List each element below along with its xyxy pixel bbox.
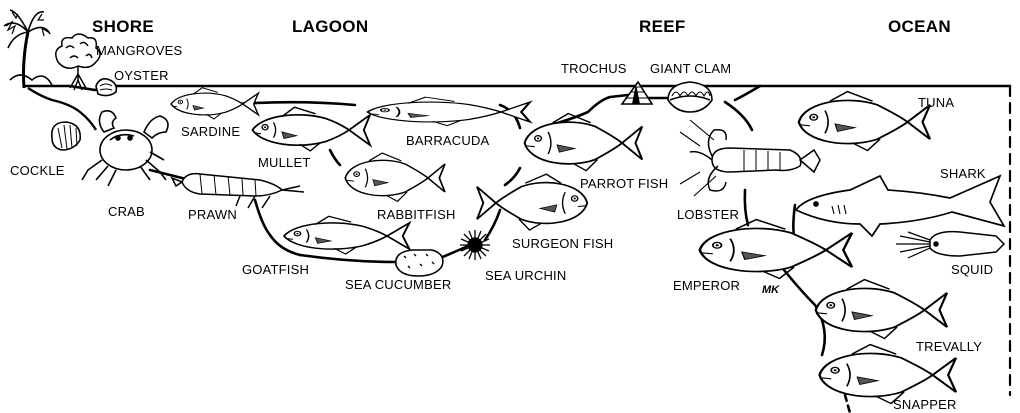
- label-shark: SHARK: [940, 167, 986, 180]
- artist-signature: MK: [762, 285, 779, 296]
- prawn-icon: [172, 174, 304, 208]
- barracuda-icon: [368, 97, 530, 126]
- reef-cliff-line: [735, 86, 760, 100]
- surgeon-parrot-line: [505, 168, 520, 185]
- palm-tree-icon: [4, 10, 52, 88]
- trevally-icon: [816, 280, 947, 339]
- label-sea-urchin: SEA URCHIN: [485, 269, 566, 282]
- lobster-icon: [680, 120, 820, 196]
- label-squid: SQUID: [951, 263, 993, 276]
- sea-cucumber-icon: [396, 250, 443, 276]
- label-oyster: OYSTER: [114, 69, 169, 82]
- label-giant-clam: GIANT CLAM: [650, 62, 731, 75]
- label-tuna: TUNA: [918, 96, 954, 109]
- sea-urchin-icon: [460, 230, 490, 260]
- cockle-icon: [52, 122, 80, 150]
- lobster-emperor-line: [745, 190, 748, 225]
- mullet-rabbit-line: [330, 150, 340, 165]
- snapper-dropoff-line: [845, 395, 850, 413]
- rabbitfish-icon: [345, 153, 445, 201]
- mullet-icon: [253, 107, 371, 151]
- surgeon-fish-icon: [477, 174, 587, 230]
- zone-label-reef: REEF: [639, 18, 686, 35]
- label-rabbitfish: RABBITFISH: [377, 208, 456, 221]
- emperor-icon: [700, 220, 852, 279]
- urchin-surgeon-line: [485, 210, 500, 240]
- zone-label-lagoon: LAGOON: [292, 18, 368, 35]
- sardine-icon: [171, 88, 258, 119]
- clam-lobster-line: [725, 102, 752, 130]
- prawn-goatfish-line: [255, 200, 300, 255]
- label-parrot-fish: PARROT FISH: [580, 177, 668, 190]
- label-lobster: LOBSTER: [677, 208, 739, 221]
- label-crab: CRAB: [108, 205, 145, 218]
- label-mangroves: MANGROVES: [96, 44, 182, 57]
- label-trochus: TROCHUS: [561, 62, 627, 75]
- tuna-icon: [799, 92, 930, 151]
- parrot-fish-icon: [525, 114, 643, 171]
- squid-icon: [896, 232, 1004, 258]
- label-barracuda: BARRACUDA: [406, 134, 489, 147]
- label-mullet: MULLET: [258, 156, 311, 169]
- giant-clam-icon: [668, 82, 712, 112]
- label-trevally: TREVALLY: [916, 340, 982, 353]
- goatfish-cucumber-line: [300, 255, 395, 262]
- label-goatfish: GOATFISH: [242, 263, 309, 276]
- crab-icon: [82, 111, 168, 186]
- zone-label-ocean: OCEAN: [888, 18, 951, 35]
- shark-icon: [796, 176, 1004, 236]
- shoreline-line: [26, 86, 760, 90]
- label-sea-cucumber: SEA CUCUMBER: [345, 278, 451, 291]
- zone-label-shore: SHORE: [92, 18, 154, 35]
- label-sardine: SARDINE: [181, 125, 240, 138]
- label-emperor: EMPEROR: [673, 279, 740, 292]
- label-prawn: PRAWN: [188, 208, 237, 221]
- cucumber-urchin-line: [440, 245, 470, 258]
- mangroves-icon: [56, 34, 100, 90]
- label-snapper: SNAPPER: [893, 398, 957, 411]
- label-cockle: COCKLE: [10, 164, 65, 177]
- label-surgeon-fish: SURGEON FISH: [512, 237, 613, 250]
